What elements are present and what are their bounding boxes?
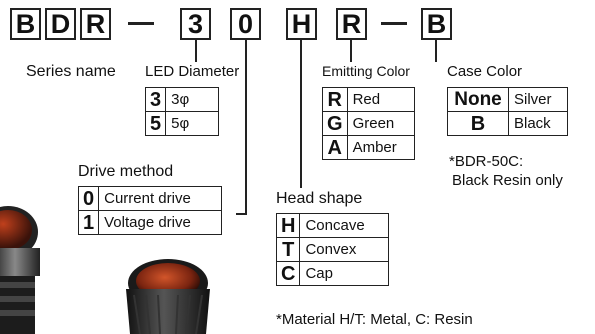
indicator-lamp-left-image bbox=[0, 206, 40, 334]
code-separator bbox=[128, 22, 154, 25]
code-char-drive-method: 0 bbox=[230, 8, 261, 40]
case-color-code: B bbox=[447, 111, 509, 136]
indicator-lamp-right-image bbox=[126, 259, 210, 334]
label-series-name: Series name bbox=[26, 63, 116, 80]
label-head-shape: Head shape bbox=[276, 190, 363, 207]
led-diameter-code: 3 bbox=[144, 87, 167, 112]
head-shape-value: Concave bbox=[299, 213, 390, 238]
case-color-note-line1: *BDR-50C: bbox=[449, 153, 524, 170]
connector-case-color bbox=[435, 40, 437, 62]
case-color-value: Black bbox=[508, 111, 568, 136]
drive-method-value: Current drive bbox=[98, 186, 223, 211]
led-diameter-code: 5 bbox=[144, 111, 167, 136]
label-drive-method: Drive method bbox=[78, 163, 174, 180]
connector-head-shape bbox=[300, 40, 302, 188]
connector-led-diameter bbox=[195, 40, 197, 62]
head-shape-code: C bbox=[275, 261, 301, 286]
connector-emitting-color bbox=[350, 40, 352, 62]
code-char-emitting-color: R bbox=[336, 8, 367, 40]
label-emitting-color: Emitting Color bbox=[322, 63, 410, 79]
code-char-head-shape: H bbox=[286, 8, 317, 40]
drive-method-value: Voltage drive bbox=[98, 210, 223, 235]
drive-method-code: 0 bbox=[77, 186, 100, 211]
code-char-series-2: D bbox=[45, 8, 76, 40]
label-case-color: Case Color bbox=[447, 63, 523, 80]
head-shape-value: Cap bbox=[299, 261, 390, 286]
code-char-case-color: B bbox=[421, 8, 452, 40]
label-led-diameter: LED Diameter bbox=[145, 63, 240, 80]
head-shape-value: Convex bbox=[299, 237, 390, 262]
led-diameter-value: 5φ bbox=[165, 111, 220, 136]
head-shape-code: H bbox=[275, 213, 301, 238]
material-note: *Material H/T: Metal, C: Resin bbox=[276, 311, 473, 328]
emitting-color-code: A bbox=[322, 135, 348, 160]
drive-method-code: 1 bbox=[77, 210, 100, 235]
connector-drive-method-h bbox=[236, 213, 247, 215]
head-shape-code: T bbox=[275, 237, 301, 262]
emitting-color-code: G bbox=[322, 111, 348, 136]
emitting-color-value: Amber bbox=[346, 135, 415, 160]
code-char-led-diameter: 3 bbox=[180, 8, 211, 40]
code-char-series-1: B bbox=[10, 8, 41, 40]
case-color-value: Silver bbox=[508, 87, 568, 112]
case-color-code: None bbox=[447, 87, 509, 112]
case-color-note-line2: Black Resin only bbox=[452, 172, 563, 189]
emitting-color-code: R bbox=[322, 87, 348, 112]
code-separator bbox=[381, 22, 407, 25]
code-char-series-3: R bbox=[80, 8, 111, 40]
connector-drive-method-v bbox=[245, 40, 247, 215]
emitting-color-value: Red bbox=[346, 87, 415, 112]
led-diameter-value: 3φ bbox=[165, 87, 220, 112]
emitting-color-value: Green bbox=[346, 111, 415, 136]
